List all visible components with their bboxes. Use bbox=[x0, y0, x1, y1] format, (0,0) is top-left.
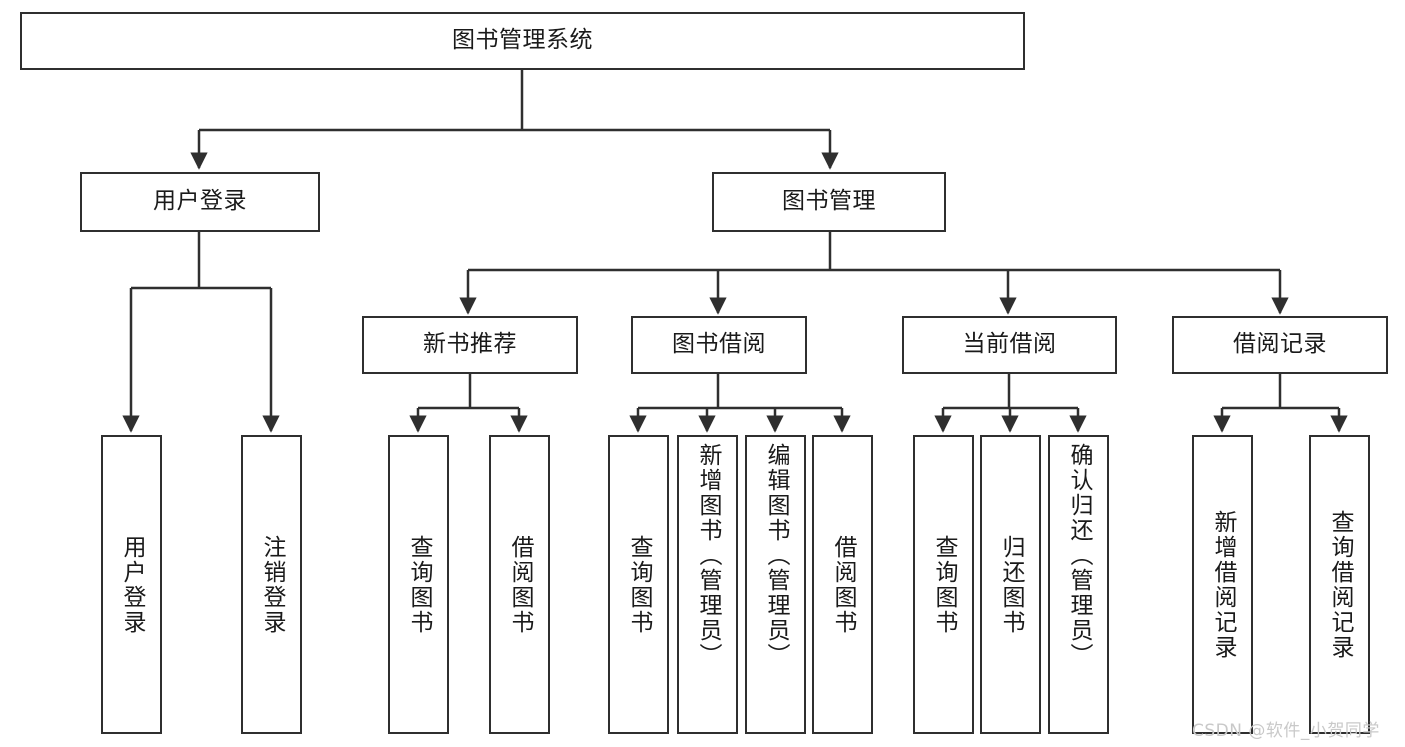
node-label: 新增借阅记录 bbox=[1210, 509, 1236, 660]
node-book-management[interactable]: 图书管理 bbox=[712, 172, 946, 232]
node-label: 图书借阅 bbox=[672, 331, 766, 358]
node-label: 新书推荐 bbox=[423, 331, 517, 358]
leaf-confirm-return-admin[interactable]: 确认归还（管理员） bbox=[1048, 435, 1109, 734]
leaf-edit-book-admin[interactable]: 编辑图书（管理员） bbox=[745, 435, 806, 734]
leaf-query-book[interactable]: 查询图书 bbox=[608, 435, 669, 734]
node-label: 借阅记录 bbox=[1233, 331, 1327, 358]
leaf-add-borrow-record[interactable]: 新增借阅记录 bbox=[1192, 435, 1253, 734]
leaf-return-book[interactable]: 归还图书 bbox=[980, 435, 1041, 734]
leaf-add-book-admin[interactable]: 新增图书（管理员） bbox=[677, 435, 738, 734]
node-label: 用户登录 bbox=[119, 534, 145, 635]
leaf-borrow-book[interactable]: 借阅图书 bbox=[812, 435, 873, 734]
node-label: 注销登录 bbox=[259, 534, 285, 635]
node-label: 用户登录 bbox=[153, 188, 247, 215]
node-label: 查询图书 bbox=[406, 534, 432, 635]
node-current-borrow[interactable]: 当前借阅 bbox=[902, 316, 1117, 374]
node-root-system[interactable]: 图书管理系统 bbox=[20, 12, 1025, 70]
node-user-login[interactable]: 用户登录 bbox=[80, 172, 320, 232]
leaf-borrow-book-new[interactable]: 借阅图书 bbox=[489, 435, 550, 734]
node-label: 确认归还（管理员） bbox=[1066, 443, 1092, 668]
leaf-logout[interactable]: 注销登录 bbox=[241, 435, 302, 734]
node-label: 查询借阅记录 bbox=[1327, 509, 1353, 660]
node-book-borrow[interactable]: 图书借阅 bbox=[631, 316, 807, 374]
node-new-book-recommend[interactable]: 新书推荐 bbox=[362, 316, 578, 374]
node-label: 归还图书 bbox=[998, 534, 1024, 635]
node-label: 查询图书 bbox=[626, 534, 652, 635]
node-label: 借阅图书 bbox=[830, 534, 856, 635]
node-borrow-record[interactable]: 借阅记录 bbox=[1172, 316, 1388, 374]
watermark-text: CSDN @软件_小贺同学 bbox=[1192, 721, 1380, 741]
node-label: 新增图书（管理员） bbox=[695, 443, 721, 668]
node-label: 查询图书 bbox=[931, 534, 957, 635]
node-label: 图书管理 bbox=[782, 188, 876, 215]
node-label: 借阅图书 bbox=[507, 534, 533, 635]
node-label: 图书管理系统 bbox=[452, 27, 593, 54]
leaf-query-book-current[interactable]: 查询图书 bbox=[913, 435, 974, 734]
leaf-query-book-new[interactable]: 查询图书 bbox=[388, 435, 449, 734]
leaf-query-borrow-record[interactable]: 查询借阅记录 bbox=[1309, 435, 1370, 734]
leaf-user-login[interactable]: 用户登录 bbox=[101, 435, 162, 734]
node-label: 当前借阅 bbox=[962, 331, 1057, 358]
node-label: 编辑图书（管理员） bbox=[763, 443, 789, 668]
